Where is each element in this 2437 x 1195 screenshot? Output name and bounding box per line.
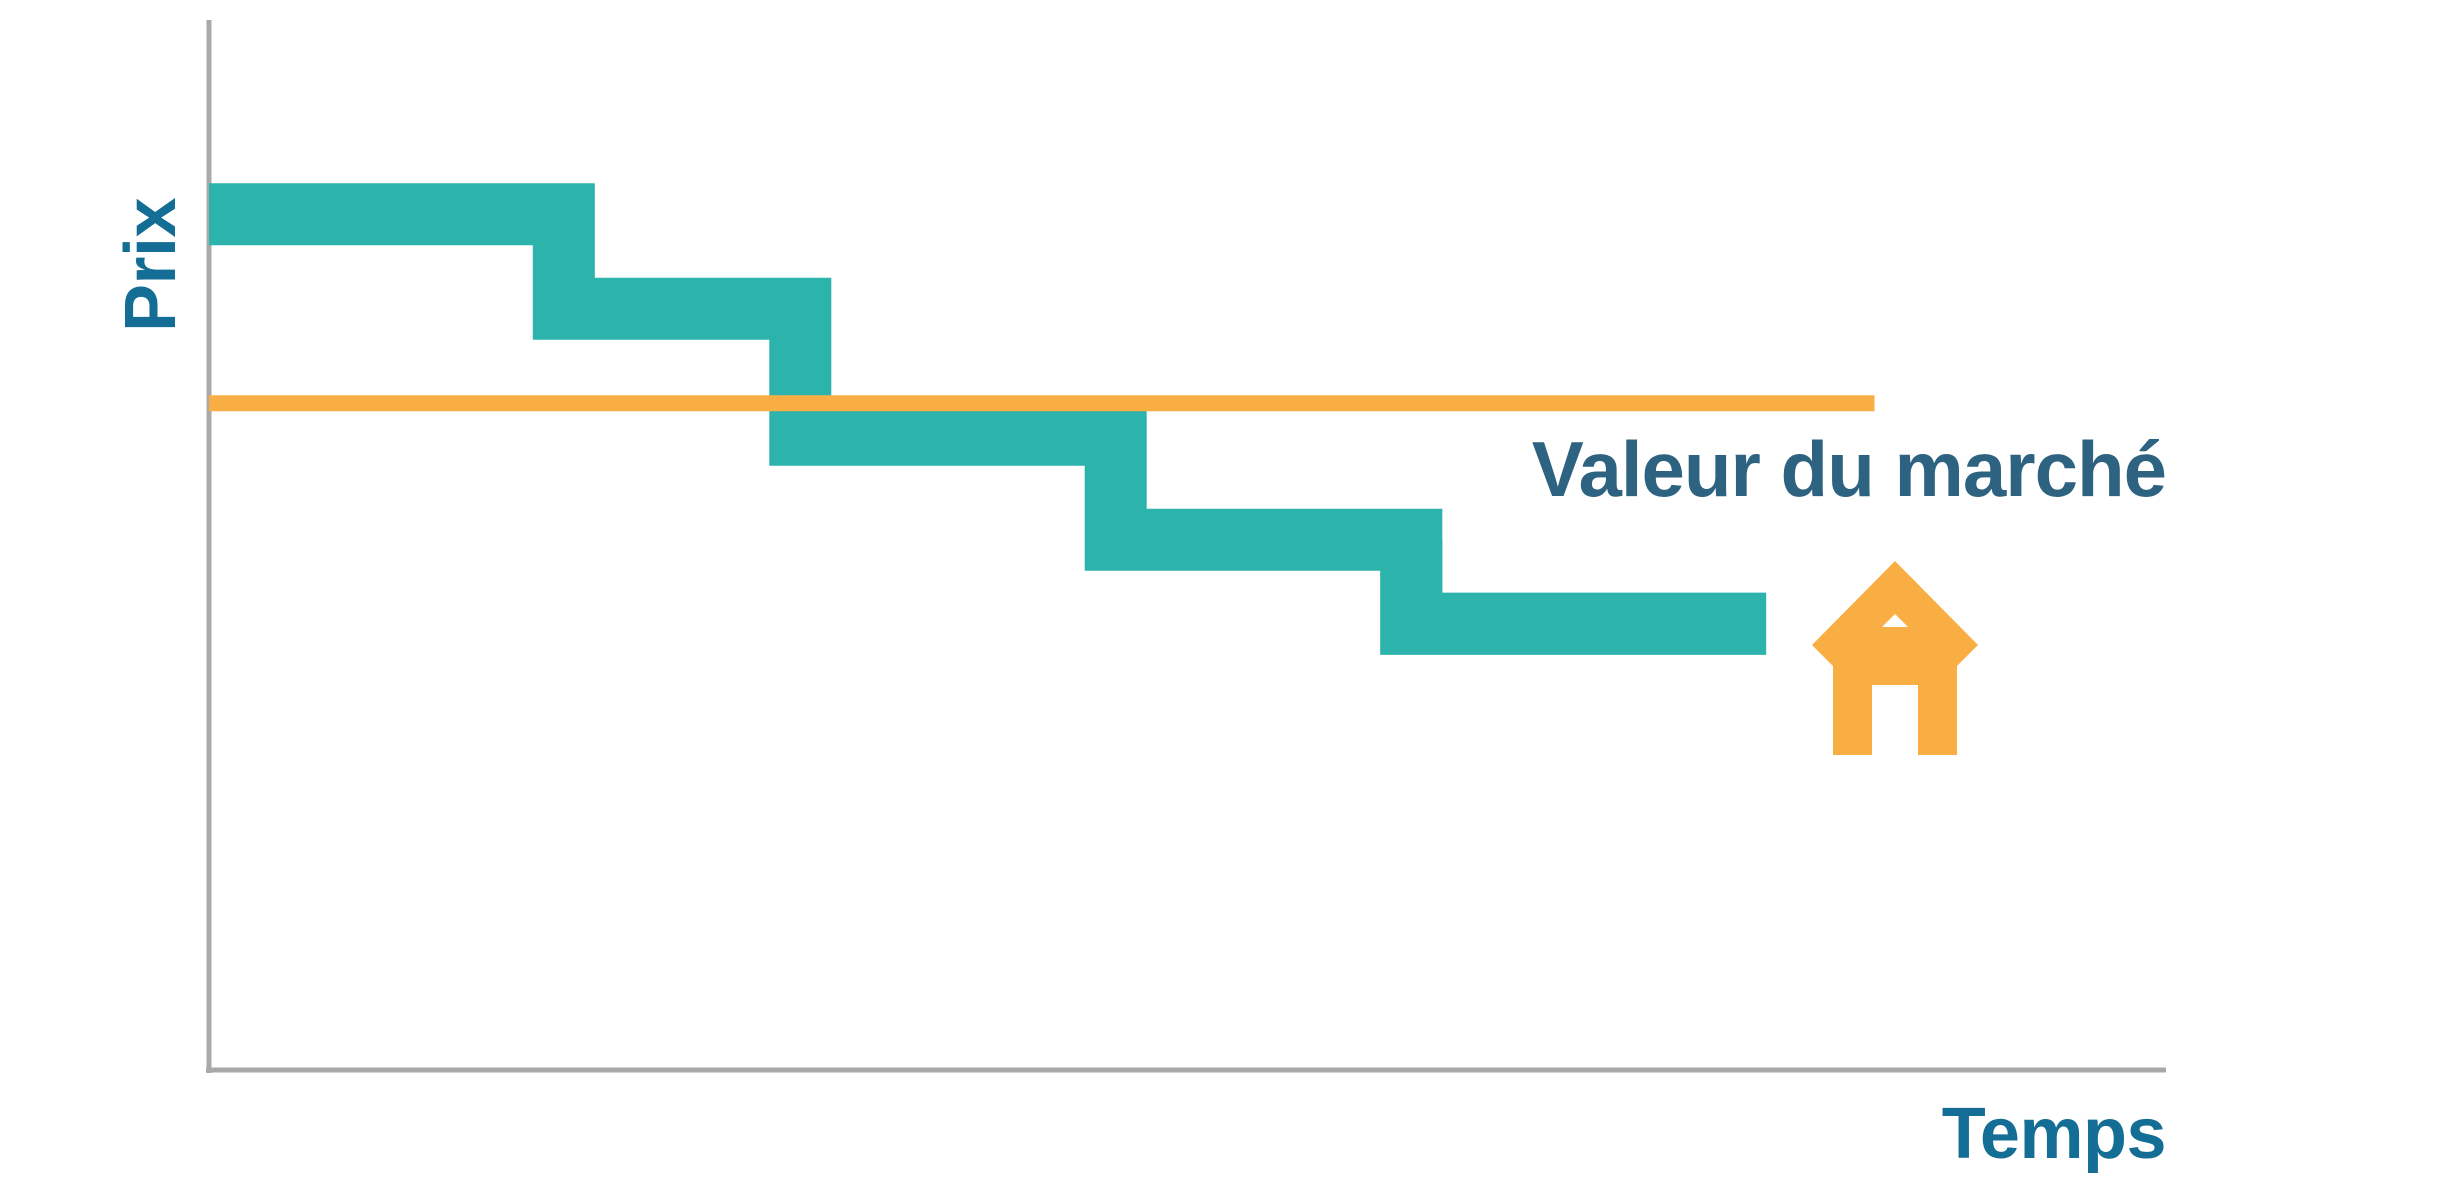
house-body-icon bbox=[1833, 627, 1957, 755]
final-step-overlay bbox=[1380, 539, 1767, 655]
market-value-label: Valeur du marché bbox=[1532, 425, 2166, 513]
y-axis-label: Prix bbox=[111, 197, 191, 332]
asking-price-step-series bbox=[209, 183, 1767, 655]
house-icon bbox=[1812, 561, 1978, 755]
x-axis-label: Temps bbox=[1942, 1094, 2166, 1174]
